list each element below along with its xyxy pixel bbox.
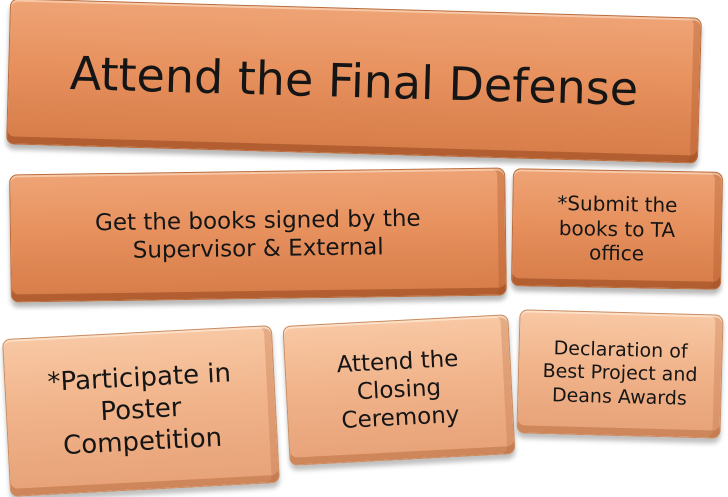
poster-competition-block: *Participate in Poster Competition [2,325,280,497]
final-defense-label: Attend the Final Defense [69,46,639,116]
get-books-signed-block: Get the books signed by the Supervisor &… [9,167,507,303]
final-defense-block: Attend the Final Defense [6,0,702,164]
get-books-signed-label: Get the books signed by the Supervisor &… [94,205,421,264]
submit-books-block: *Submit the books to TA office [510,168,724,290]
closing-ceremony-block: Attend the Closing Ceremony [282,314,516,466]
poster-competition-label: *Participate in Poster Competition [46,358,232,461]
awards-declaration-label: Declaration of Best Project and Deans Aw… [542,337,698,410]
awards-declaration-block: Declaration of Best Project and Deans Aw… [516,309,724,439]
closing-ceremony-label: Attend the Closing Ceremony [336,345,461,435]
submit-books-label: *Submit the books to TA office [557,191,678,266]
